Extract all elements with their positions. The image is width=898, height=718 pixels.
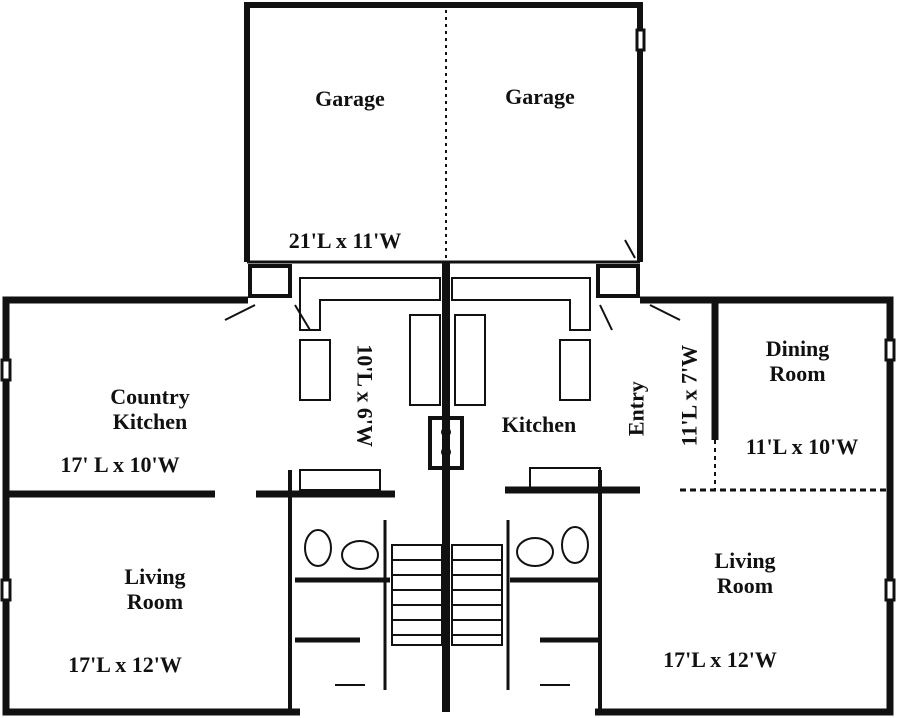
bath-fixtures	[299, 467, 601, 570]
kitchen-counters	[299, 277, 591, 470]
kitchen-right-label: Kitchen	[501, 412, 577, 437]
entry-dimensions: 11'L x 7'W	[676, 344, 702, 447]
windows	[0, 28, 896, 602]
dining-line2: Room	[769, 361, 826, 387]
living-left-line1: Living	[124, 564, 186, 589]
stairs	[391, 544, 503, 646]
entry-label: Entry	[623, 381, 649, 437]
living-right-line2: Room	[716, 573, 774, 599]
garage-dimensions: 21'L x 11'W	[288, 228, 402, 253]
living-right-dimensions: 17'L x 12'W	[663, 647, 777, 672]
living-right-label: Living Room	[680, 548, 810, 599]
country-kitchen-line2: Kitchen	[112, 409, 188, 435]
interior-walls	[6, 300, 890, 712]
dining-line1: Dining	[765, 336, 830, 361]
living-left-label: Living Room	[90, 564, 220, 615]
garage-left-label: Garage	[315, 86, 385, 111]
dining-label: Dining Room	[735, 336, 860, 387]
hall-left-dimensions: 10'L x 6'W	[352, 344, 378, 447]
living-left-line2: Room	[126, 589, 184, 615]
living-right-line1: Living	[714, 548, 776, 573]
garage-right-label: Garage	[505, 84, 575, 109]
living-left-dimensions: 17'L x 12'W	[68, 652, 182, 677]
country-kitchen-label: Country Kitchen	[80, 384, 220, 435]
country-kitchen-line1: Country	[110, 384, 190, 409]
dining-dimensions: 11'L x 10'W	[745, 434, 859, 459]
country-kitchen-dimensions: 17' L x 10'W	[60, 452, 180, 477]
door-swings	[224, 239, 681, 686]
